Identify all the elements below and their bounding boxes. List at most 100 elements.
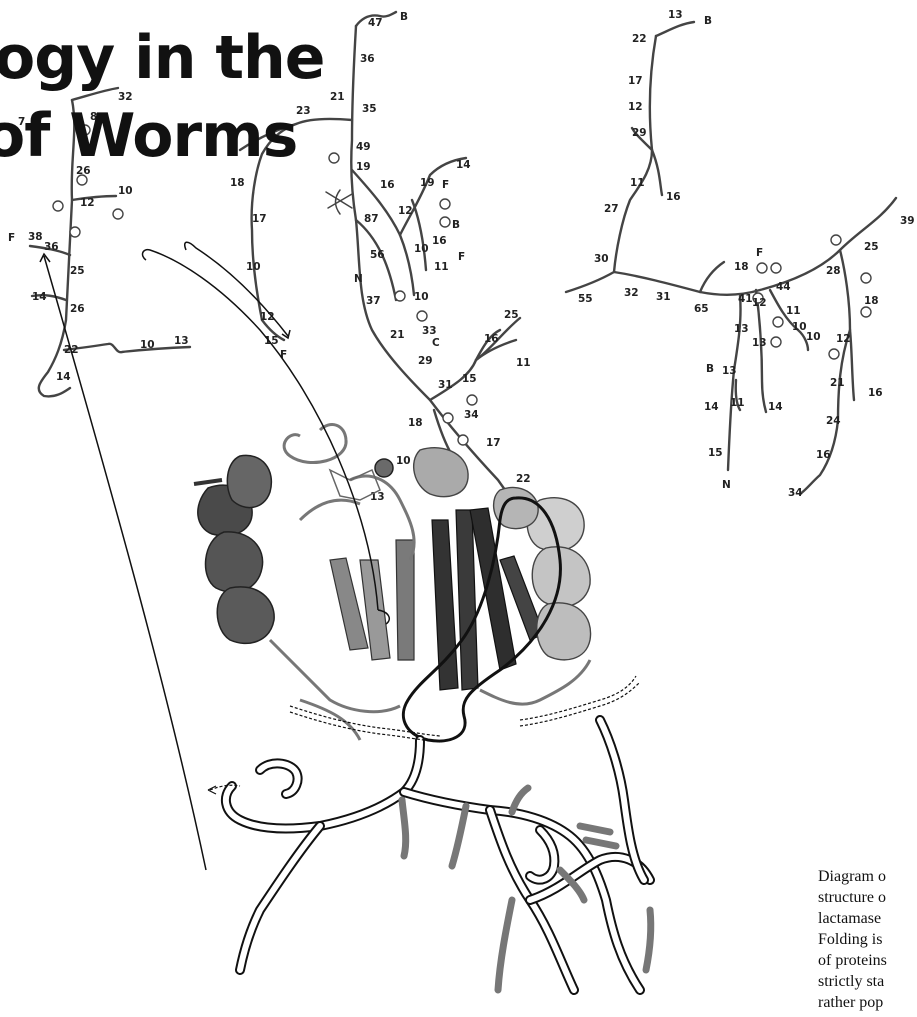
segment-label: 31 <box>656 291 671 303</box>
segment-label: 11 <box>516 357 531 369</box>
segment-label: B <box>400 11 408 23</box>
segment-label: 47 <box>368 17 383 29</box>
segment-label: 14 <box>32 291 47 303</box>
segment-label: 24 <box>826 415 841 427</box>
segment-label: B <box>452 219 460 231</box>
segment-label: 13 <box>734 323 749 335</box>
segment-label: 49 <box>356 141 371 153</box>
segment-label: 26 <box>70 303 85 315</box>
segment-label: 15 <box>462 373 477 385</box>
segment-label: 14 <box>704 401 719 413</box>
segment-label: 44 <box>776 281 791 293</box>
white-branch-tree <box>208 676 651 990</box>
segment-label: 12 <box>836 333 851 345</box>
title-line-2: of Worms <box>0 106 297 166</box>
segment-label: 21 <box>390 329 405 341</box>
segment-label: 11 <box>786 305 801 317</box>
segment-label: 12 <box>80 197 95 209</box>
segment-label: 36 <box>44 241 59 253</box>
segment-label: 18 <box>408 417 423 429</box>
segment-label: 25 <box>864 241 879 253</box>
segment-label: 29 <box>632 127 647 139</box>
segment-label: 17 <box>628 75 643 87</box>
segment-label: 16 <box>868 387 883 399</box>
caption-line: of proteins <box>818 950 917 971</box>
segment-label: 13 <box>668 9 683 21</box>
segment-label: 18 <box>230 177 245 189</box>
segment-label: 13 <box>752 337 767 349</box>
segment-label: 17 <box>252 213 267 225</box>
segment-label: N <box>722 479 731 491</box>
segment-label: 19 <box>356 161 371 173</box>
right-tree-labels: 13B221712291116273055323165F184441121128… <box>578 9 915 499</box>
segment-label: 11 <box>630 177 645 189</box>
segment-label: 10 <box>414 291 429 303</box>
segment-label: 23 <box>296 105 311 117</box>
segment-label: N <box>354 273 363 285</box>
caption-line: lactamase <box>818 908 917 929</box>
segment-label: 37 <box>366 295 381 307</box>
segment-label: 41 <box>738 293 753 305</box>
segment-label: 10 <box>792 321 807 333</box>
segment-label: F <box>8 232 15 244</box>
segment-label: 17 <box>486 437 501 449</box>
segment-label: 10 <box>414 243 429 255</box>
segment-label: 16 <box>666 191 681 203</box>
segment-label: 10 <box>118 185 133 197</box>
segment-label: 14 <box>768 401 783 413</box>
segment-label: 10 <box>806 331 821 343</box>
right-worm-tree <box>566 22 896 494</box>
caption-line: strictly sta <box>818 971 917 992</box>
segment-label: 28 <box>826 265 841 277</box>
segment-label: 12 <box>752 297 767 309</box>
segment-label: 33 <box>422 325 437 337</box>
segment-label: 39 <box>900 215 915 227</box>
segment-label: 13 <box>174 335 189 347</box>
caption-line: Folding is <box>818 929 917 950</box>
segment-label: 38 <box>28 231 43 243</box>
segment-label: 10 <box>246 261 261 273</box>
segment-label: 30 <box>594 253 609 265</box>
figure-caption: Diagram o structure o lactamase Folding … <box>818 866 917 1013</box>
segment-label: 25 <box>70 265 85 277</box>
segment-label: 34 <box>788 487 803 499</box>
segment-label: 14 <box>456 159 471 171</box>
segment-label: F <box>458 251 465 263</box>
segment-label: 21 <box>330 91 345 103</box>
segment-label: 12 <box>628 101 643 113</box>
segment-label: F <box>442 179 449 191</box>
helix-left <box>194 455 274 643</box>
segment-label: 16 <box>432 235 447 247</box>
segment-label: 36 <box>360 53 375 65</box>
segment-label: 19 <box>420 177 435 189</box>
caption-line: Diagram o <box>818 866 917 887</box>
segment-label: 10 <box>140 339 155 351</box>
segment-label: 11 <box>434 261 449 273</box>
protein-ribbon-structure <box>194 425 591 741</box>
segment-label: 13 <box>370 491 385 503</box>
segment-label: 25 <box>504 309 519 321</box>
title-line-1: ogy in the <box>0 28 324 88</box>
segment-label: 31 <box>438 379 453 391</box>
segment-label: 10 <box>396 455 411 467</box>
caption-line: rather pop <box>818 992 917 1013</box>
segment-label: B <box>706 363 714 375</box>
segment-label: 16 <box>816 449 831 461</box>
segment-label: 34 <box>464 409 479 421</box>
segment-label: 22 <box>632 33 647 45</box>
segment-label: 22 <box>516 473 531 485</box>
segment-label: 21 <box>830 377 845 389</box>
segment-label: 18 <box>864 295 879 307</box>
caption-line: structure o <box>818 887 917 908</box>
segment-label: B <box>704 15 712 27</box>
beta-sheets <box>330 508 544 690</box>
segment-label: 87 <box>364 213 379 225</box>
segment-label: 11 <box>730 397 745 409</box>
segment-label: 16 <box>380 179 395 191</box>
segment-label: F <box>756 247 763 259</box>
segment-label: 27 <box>604 203 619 215</box>
segment-label: 29 <box>418 355 433 367</box>
segment-label: 32 <box>624 287 639 299</box>
segment-label: 65 <box>694 303 709 315</box>
